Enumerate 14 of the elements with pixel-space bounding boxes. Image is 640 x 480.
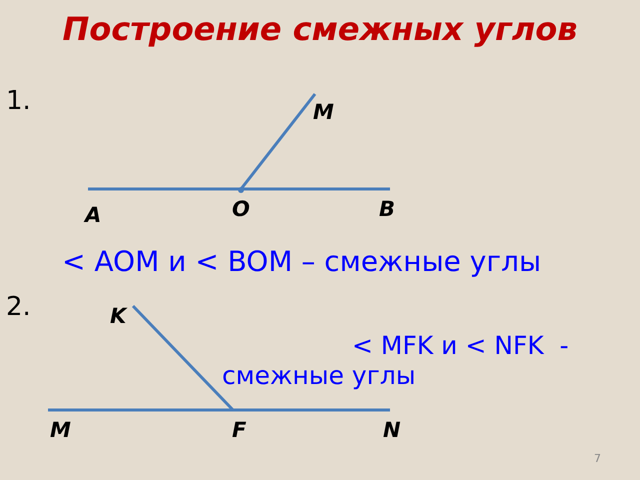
statement-text: < MFK и < NFK - смежные углы xyxy=(222,331,570,391)
page-number: 7 xyxy=(594,452,601,465)
statement-text: < AOM и < BOM – смежные углы xyxy=(62,245,542,278)
point-label: B xyxy=(379,197,396,221)
point-label: F xyxy=(232,418,246,442)
slide-title: Построение смежных углов xyxy=(62,10,578,48)
point-label: K xyxy=(110,304,126,328)
point-label: A xyxy=(85,203,102,227)
item-number: 1. xyxy=(6,86,31,116)
point-label: O xyxy=(232,197,250,221)
point-label: N xyxy=(383,418,401,442)
item-number: 2. xyxy=(6,292,31,322)
point-label: M xyxy=(313,100,334,124)
point-label: M xyxy=(50,418,71,442)
